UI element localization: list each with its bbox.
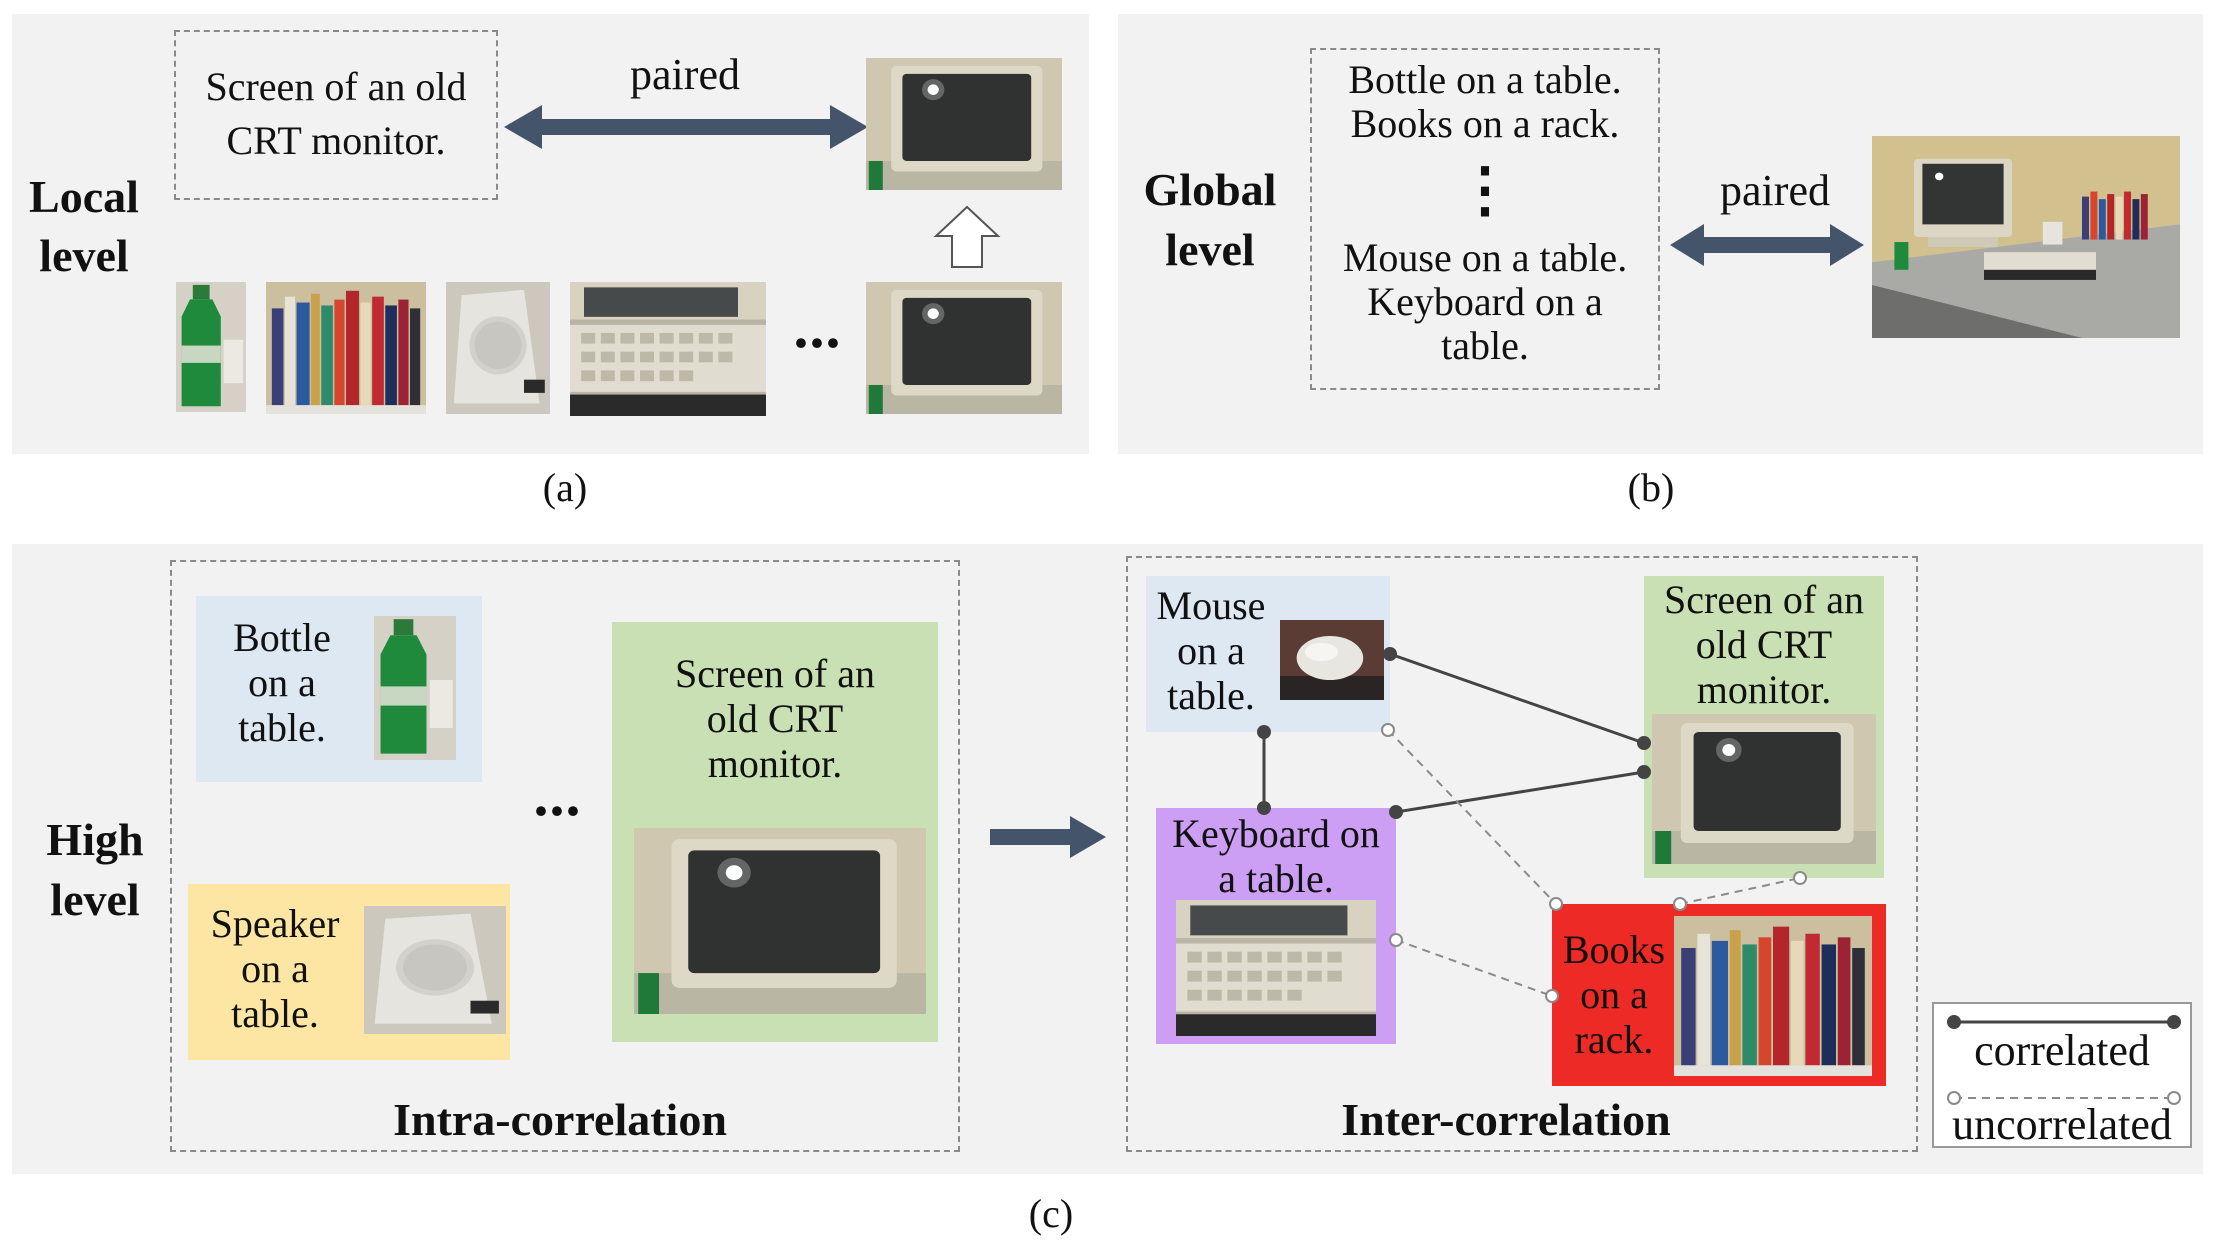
panel-c-level-label: High level xyxy=(46,814,144,925)
uncorrelated-line-screen-books xyxy=(1673,871,1807,911)
panel-a-caption: (a) xyxy=(542,465,588,510)
panel-a-text: Screen of an old CRT monitor. xyxy=(205,64,467,163)
panel-b-level-label: Global level xyxy=(1143,164,1277,275)
correlated-line-keyboard-screen xyxy=(1389,765,1651,819)
panel-a-paired-arrow xyxy=(504,105,868,149)
intra-correlation-box xyxy=(170,560,960,1152)
inter-keyboard-text: Keyboard on a table. xyxy=(1172,811,1380,901)
inter-mouse-text: Mouse on a table. xyxy=(1156,583,1266,718)
panel-b-paired-arrow xyxy=(1670,224,1864,266)
panel-c-transition-arrow xyxy=(990,816,1106,858)
legend-uncorrelated-line xyxy=(1947,1091,2181,1105)
correlated-line-mouse-keyboard xyxy=(1257,725,1271,815)
legend-uncorrelated-label: uncorrelated xyxy=(1952,1100,2172,1149)
correlated-line-mouse-screen xyxy=(1383,647,1651,750)
panel-a-up-arrow xyxy=(933,205,1001,268)
panel-b-arrow-label: paired xyxy=(1720,166,1830,215)
inter-correlation-title: Inter-correlation xyxy=(1341,1094,1671,1145)
intra-correlation-title: Intra-correlation xyxy=(393,1094,727,1145)
panel-c-caption: (c) xyxy=(1028,1191,1074,1236)
uncorrelated-line-keyboard-books xyxy=(1389,933,1559,1003)
panel-b-text-top: Bottle on a table. Books on a rack. xyxy=(1348,57,1622,146)
intra-screen-text: Screen of an old CRT monitor. xyxy=(675,651,875,786)
panel-a-arrow-label: paired xyxy=(630,50,740,99)
intra-ellipsis: ··· xyxy=(530,778,583,844)
inter-books-text: Books on a rack. xyxy=(1562,927,1666,1062)
panel-b-caption: (b) xyxy=(1627,465,1675,510)
uncorrelated-line-mouse-books xyxy=(1381,723,1563,911)
legend-correlated-line xyxy=(1947,1015,2181,1029)
panel-a-ellipsis: ··· xyxy=(790,310,843,376)
inter-correlation-box xyxy=(1126,556,1918,1152)
inter-screen-text: Screen of an old CRT monitor. xyxy=(1664,577,1864,712)
intra-speaker-text: Speaker on a table. xyxy=(210,901,340,1036)
legend xyxy=(1932,1002,2192,1148)
intra-bottle-text: Bottle on a table. xyxy=(233,615,331,750)
panel-a-level-label: Local level xyxy=(29,171,139,281)
panel-b-text-bottom: Mouse on a table. Keyboard on a table. xyxy=(1342,235,1628,368)
legend-correlated-label: correlated xyxy=(1974,1026,2150,1075)
panel-b-text-box xyxy=(1310,48,1660,390)
panel-a-text-box xyxy=(174,30,498,200)
panel-b-text-dots: ⋮ xyxy=(1455,157,1515,223)
